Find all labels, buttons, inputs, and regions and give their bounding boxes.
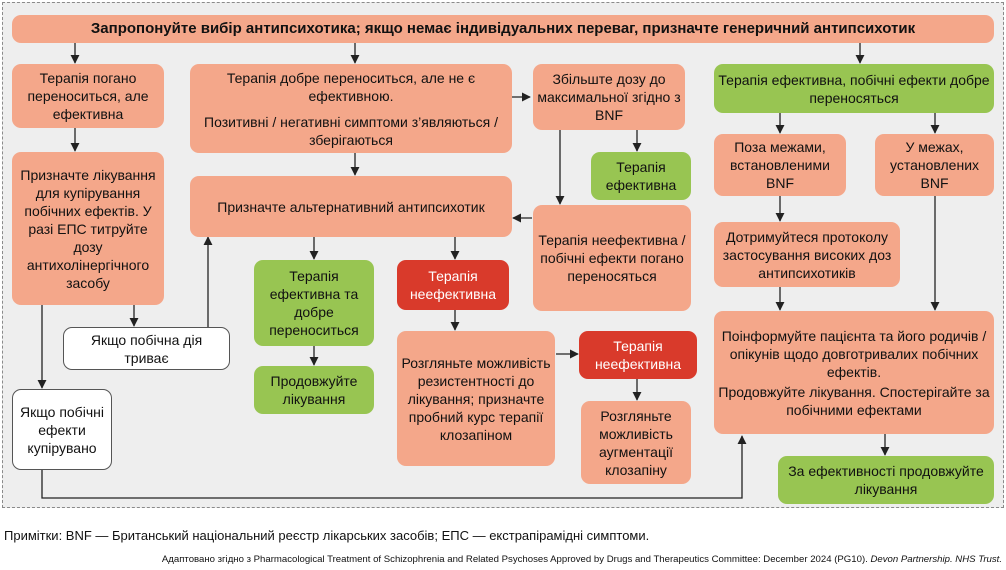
well-tolerated-not-effective-box: Терапія добре переноситься, але не є ефе… xyxy=(190,64,512,153)
side-effect-persists-box: Якщо побічна дія триває xyxy=(63,327,230,370)
well-tolerated-title: Терапія добре переноситься, але не є ефе… xyxy=(226,69,476,104)
poorly-tolerated-box: Терапія погано переноситься, але ефектив… xyxy=(12,64,164,128)
credit-organization: Devon Partnership. NHS Trust. xyxy=(870,554,1002,565)
therapy-effective-box: Терапія ефективна xyxy=(591,152,691,200)
if-effective-continue-box: За ефективності продовжуйте лікування xyxy=(778,456,994,504)
source-credit: Адаптовано згідно з Pharmacological Trea… xyxy=(162,554,1002,565)
footnote: Примітки: BNF — Британський національний… xyxy=(4,528,650,543)
effective-side-effects-ok-box: Терапія ефективна, побічні ефекти добре … xyxy=(714,64,994,113)
alternative-antipsychotic-box: Призначте альтернативний антипсихотик xyxy=(190,176,512,237)
consider-augmentation-box: Розгляньте можливість аугментації клозап… xyxy=(581,401,691,484)
therapy-ineffective-box-2: Терапія неефективна xyxy=(579,331,697,379)
symptoms-note: Позитивні / негативні симптоми з’являють… xyxy=(204,113,498,148)
side-effect-treatment-box: Призначте лікування для купірування побі… xyxy=(12,152,164,305)
ineffective-or-poor-box: Терапія неефективна / побічні ефекти пог… xyxy=(533,205,691,311)
credit-text: Адаптовано згідно з Pharmacological Trea… xyxy=(161,554,868,565)
arrow-controlled-to-inform xyxy=(41,435,747,499)
within-bnf-box: У межах, установлених BNF xyxy=(875,134,994,196)
consider-clozapine-box: Розгляньте можливість резистентності до … xyxy=(397,331,555,466)
continue-treatment-box: Продовжуйте лікування xyxy=(254,366,374,414)
top-instruction: Запропонуйте вибір антипсихотика; якщо н… xyxy=(12,15,994,43)
effective-well-tolerated-box: Терапія ефективна та добре переноситься xyxy=(254,260,374,346)
therapy-ineffective-box-1: Терапія неефективна xyxy=(397,260,509,310)
outside-bnf-box: Поза межами, встановленими BNF xyxy=(714,134,846,196)
high-dose-protocol-box: Дотримуйтеся протоколу застосування висо… xyxy=(714,222,900,287)
inform-patient-box: Поінформуйте пацієнта та його родичів / … xyxy=(714,311,994,434)
side-effects-controlled-box: Якщо побічні ефекти купірувано xyxy=(12,389,112,470)
inform-patient-text: Поінформуйте пацієнта та його родичів / … xyxy=(721,327,987,380)
increase-dose-box: Збільште дозу до максимальної згідно з B… xyxy=(533,64,685,130)
continue-monitor-text: Продовжуйте лікування. Спостерігайте за … xyxy=(718,383,990,418)
